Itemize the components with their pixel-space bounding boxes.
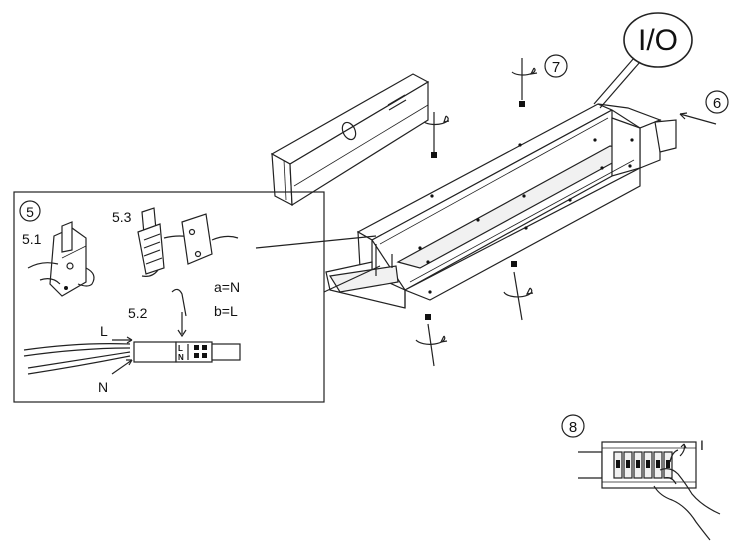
wire-n-label: N [98, 379, 108, 395]
arrow-step-6 [679, 112, 717, 125]
terminal-l: L [178, 344, 183, 353]
step-7-label: 7 [552, 59, 560, 76]
step-8-label: 8 [569, 419, 577, 436]
connector-housing-open [27, 221, 95, 297]
io-callout: I/O [593, 12, 693, 109]
supply-wires: L N [23, 323, 133, 395]
breaker-switches [613, 451, 673, 479]
hand-icon [653, 449, 721, 541]
luminaire-housing [325, 103, 677, 309]
screw-lower-right [503, 261, 534, 321]
terminal-clamp [137, 207, 195, 277]
sub-step-5-2: 5.2 [128, 305, 148, 321]
note-b-equals-l: b=L [214, 303, 238, 319]
note-a-equals-n: a=N [214, 279, 240, 295]
step-5-label: 5 [26, 204, 34, 220]
step-7-marker: 7 [544, 54, 568, 78]
breaker-panel: 8 I [561, 414, 721, 541]
terminal-n: N [178, 353, 184, 362]
wire-l-label: L [100, 323, 108, 339]
mounting-bracket [270, 73, 430, 207]
bracket-screw [423, 112, 450, 158]
sub-step-5-1: 5.1 [22, 231, 42, 247]
step-6-marker: 6 [705, 90, 729, 114]
sub-step-5-3: 5.3 [112, 209, 132, 225]
terminal-block: L N [133, 341, 241, 363]
step-6-label: 6 [713, 95, 721, 112]
screw-lower-left [415, 314, 448, 367]
io-label: I/O [638, 24, 678, 57]
terminal-cover [181, 213, 239, 265]
switch-on-label: I [700, 437, 704, 453]
finger-press [171, 288, 187, 338]
screw-step-7 [511, 58, 538, 107]
wiring-inset: 5 5.1 5.3 5.2 a=N [13, 191, 381, 403]
